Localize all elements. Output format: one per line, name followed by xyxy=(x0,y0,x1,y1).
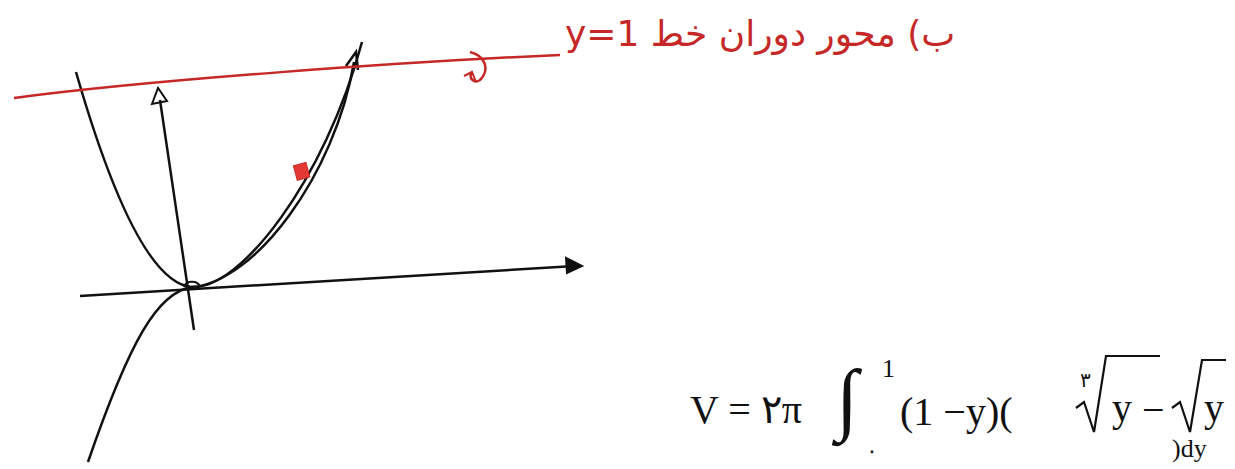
shell-strip xyxy=(293,162,309,180)
integral-sign: ∫ xyxy=(836,358,858,438)
formula-variable: y xyxy=(1204,388,1224,428)
rotation-arrowhead xyxy=(464,72,476,82)
origin-mark xyxy=(184,282,200,287)
upper-limit: 1 xyxy=(882,356,895,382)
rotation-axis-line xyxy=(14,55,560,98)
x-axis xyxy=(80,266,575,296)
lower-limit: ۰ xyxy=(866,440,878,462)
formula-variable: y xyxy=(1112,388,1132,428)
formula-part: − xyxy=(1142,390,1165,430)
rotation-arrow xyxy=(470,52,485,81)
square-root-sign xyxy=(1172,360,1226,432)
formula-part: V = ۲π xyxy=(690,390,802,430)
axis-note: ب) محور دوران خط y=1 xyxy=(565,16,955,52)
y-axis xyxy=(160,100,194,330)
formula-part: )dy xyxy=(1172,436,1207,462)
cubic-curve xyxy=(88,62,354,462)
formula-part: (1 −y)( xyxy=(900,392,1013,432)
axis-arrowhead xyxy=(152,88,167,104)
axis-arrowhead xyxy=(566,258,582,273)
root-index: ۳ xyxy=(1080,370,1091,390)
